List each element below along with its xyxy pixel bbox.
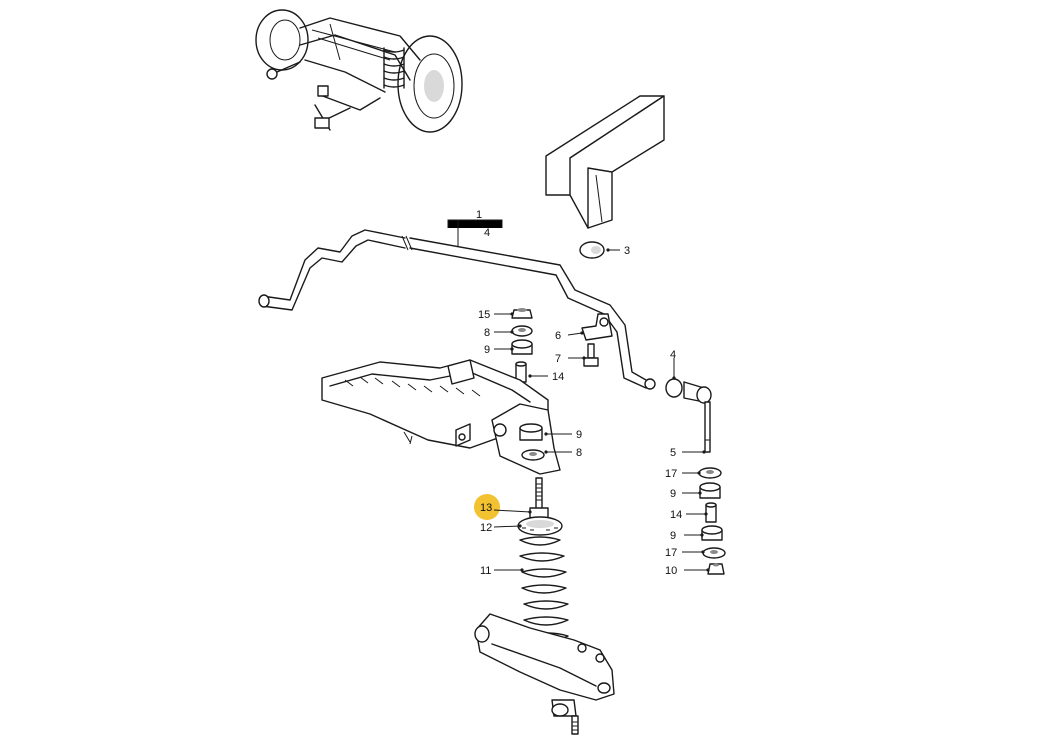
link-rod-5: 5 [670,401,711,459]
callout-6: 6 [555,330,561,342]
callout-8-top: 8 [484,327,490,339]
washer-8-top: 8 [484,325,533,339]
washer-17-a: 17 [665,467,722,480]
rubber-bushing-9-c: 9 [670,525,723,542]
shock-absorber-rod-13 [529,477,549,523]
callout-group-13: 13 [474,494,532,520]
spacer-14-b: 14 [670,502,717,523]
callout-3: 3 [624,245,630,257]
stabilizer-bar [258,229,656,390]
rubber-bushing-9-b: 9 [670,482,721,500]
clamp-6: 6 [555,313,613,342]
nut-15: 15 [478,308,533,321]
lower-control-arm [474,613,615,735]
callout-12: 12 [480,522,492,534]
callout-7: 7 [555,353,561,365]
callout-group-12: 12 [480,522,522,534]
bolt-7: 7 [555,343,599,367]
callout-14-top: 14 [552,371,564,383]
vehicle-overview-inset [255,9,463,133]
callout-9-mid: 9 [576,429,582,441]
rubber-bushing-9-mid: 9 [519,423,582,441]
callout-9-c: 9 [670,530,676,542]
washer-8-mid: 8 [521,447,582,461]
highlight-marker [474,494,500,520]
callout-17-b: 17 [665,547,677,559]
link-bushing-4: 4 [665,349,712,404]
callout-10: 10 [665,565,677,577]
spacer-14-top: 14 [515,361,564,383]
callout-14-b: 14 [670,509,682,521]
callout-15: 15 [478,309,490,321]
inset-coil-spring [383,47,405,89]
nut-10: 10 [665,563,725,577]
callout-group-11: 11 [480,565,524,577]
spring-seat-12 [517,516,563,536]
callout-11: 11 [480,565,491,577]
callout-17-a: 17 [665,468,677,480]
callout-9-top: 9 [484,344,490,356]
callout-8-mid: 8 [576,447,582,459]
callout-5: 5 [670,447,676,459]
callout-bracket-1-4: 1 4 [447,209,503,246]
callout-1: 1 [476,209,482,221]
callout-4-bar: 4 [484,227,490,239]
callout-4-link: 4 [670,349,676,361]
callout-13: 13 [480,502,492,514]
callout-9-b: 9 [670,488,676,500]
bushing-3: 3 [579,241,630,259]
washer-17-b: 17 [665,547,726,559]
rubber-bushing-9-top: 9 [484,339,533,356]
chassis-rail [545,95,665,229]
